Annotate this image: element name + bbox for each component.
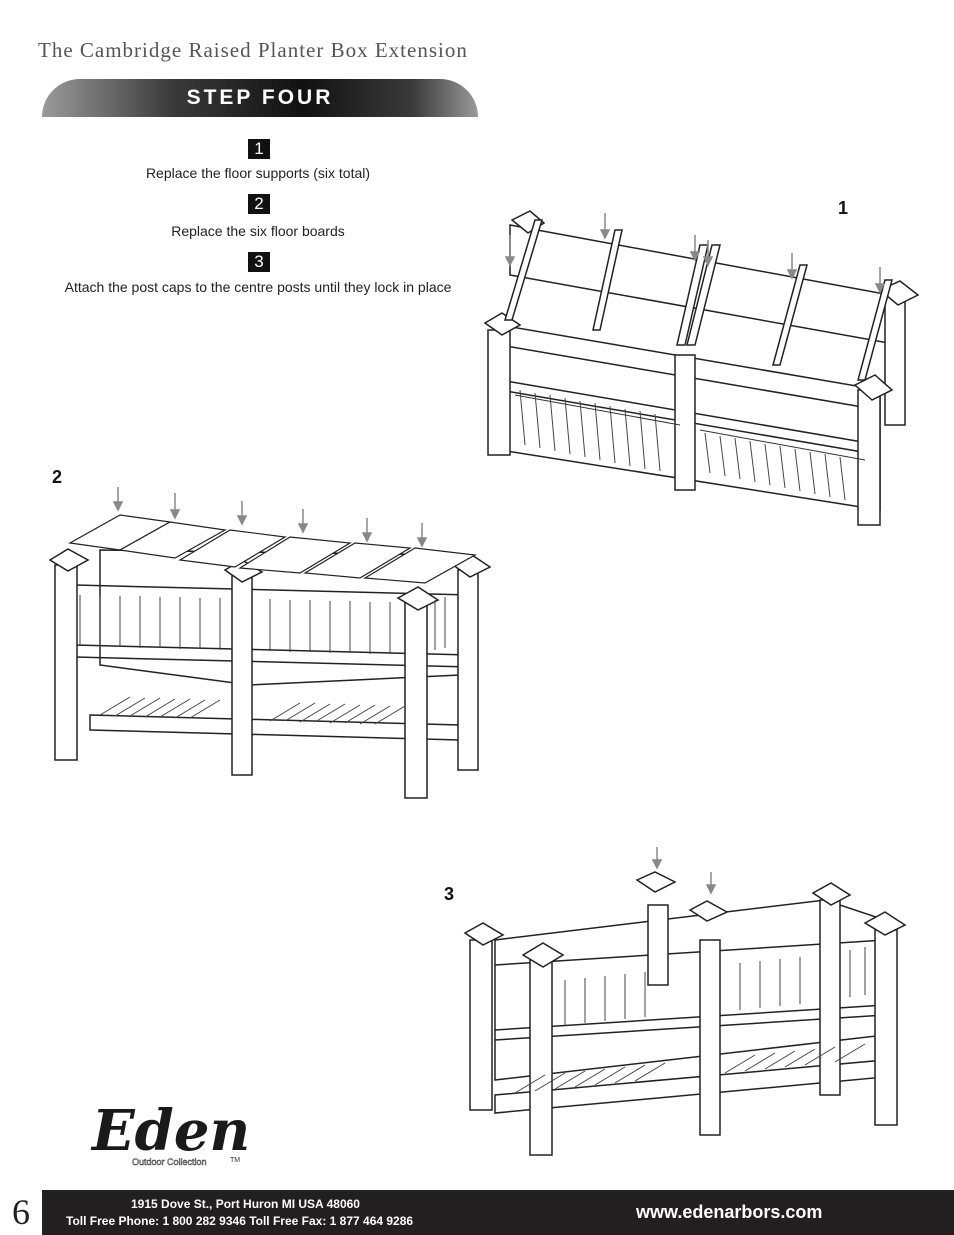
- figure-label: 1: [838, 198, 849, 218]
- page-footer: 6 1915 Dove St., Port Huron MI USA 48060…: [0, 1190, 954, 1235]
- page-number: 6: [0, 1190, 44, 1235]
- footer-phone-fax: Toll Free Phone: 1 800 282 9346 Toll Fre…: [66, 1214, 414, 1228]
- footer-address: 1915 Dove St., Port Huron MI USA 48060: [131, 1197, 360, 1211]
- logo-trademark: TM: [230, 1157, 240, 1164]
- figure-2-illustration: [48, 487, 492, 799]
- figure-label: 2: [52, 467, 63, 487]
- document-title: The Cambridge Raised Planter Box Extensi…: [38, 38, 468, 62]
- step-number-badge: 2: [248, 194, 270, 214]
- instruction-text: Attach the post caps to the centre posts…: [64, 279, 452, 295]
- instruction-text: Replace the floor supports (six total): [145, 165, 371, 181]
- figure-label: 3: [444, 884, 455, 904]
- step-heading: STEP FOUR: [186, 86, 334, 109]
- figure-1-illustration: [483, 210, 920, 526]
- step-banner: STEP FOUR: [42, 79, 478, 117]
- instruction-text: Replace the six floor boards: [171, 223, 345, 239]
- step-number-badge: 3: [248, 252, 270, 272]
- figure-3-illustration: [463, 847, 907, 1156]
- website-link[interactable]: www.edenarbors.com: [636, 1202, 823, 1222]
- step-number-badge: 1: [248, 139, 270, 159]
- eden-logo: Eden Outdoor Collection TM: [90, 1098, 250, 1167]
- logo-tagline: Outdoor Collection: [132, 1157, 207, 1167]
- logo-wordmark: Eden: [90, 1098, 250, 1164]
